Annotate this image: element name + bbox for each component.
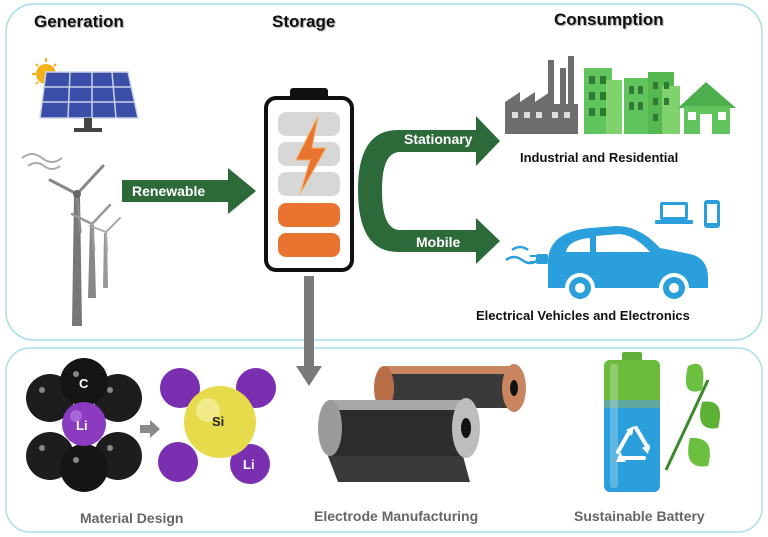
sustainable-battery-icon xyxy=(604,352,660,492)
house-icon xyxy=(678,82,736,134)
phone-icon xyxy=(704,200,720,228)
lithium-atom-label: Li xyxy=(76,418,88,433)
electrode-rolls-icon xyxy=(318,364,526,482)
industrial-residential-label: Industrial and Residential xyxy=(520,150,679,165)
material-transform-arrow xyxy=(140,420,160,438)
carbon-atom-label: C xyxy=(79,376,89,391)
renewable-label: Renewable xyxy=(132,183,206,199)
silicon-lithium-molecule xyxy=(158,368,276,484)
generation-header: Generation xyxy=(34,12,124,31)
stationary-label: Stationary xyxy=(404,131,473,147)
solar-panel-icon xyxy=(32,58,139,132)
vehicles-electronics-label: Electrical Vehicles and Electronics xyxy=(476,308,690,323)
material-design-caption: Material Design xyxy=(80,510,184,526)
branch-arrow xyxy=(358,116,500,264)
top-panel xyxy=(5,3,763,341)
sustainable-battery-caption: Sustainable Battery xyxy=(574,508,705,524)
storage-header: Storage xyxy=(272,12,336,31)
lithium-atom-label-2: Li xyxy=(243,457,255,472)
leaf-icon xyxy=(664,363,720,471)
laptop-icon xyxy=(655,202,693,224)
city-buildings-icon xyxy=(584,68,680,134)
factory-icon xyxy=(505,56,578,134)
consumption-header: Consumption xyxy=(554,10,664,29)
battery-icon xyxy=(264,88,354,272)
electric-car-icon xyxy=(505,226,708,303)
carbon-lithium-cluster xyxy=(26,358,142,492)
bottom-panel xyxy=(5,347,763,533)
silicon-atom-label: Si xyxy=(212,414,225,429)
storage-down-arrow xyxy=(296,276,322,386)
wind-turbines-icon xyxy=(21,153,121,326)
electrode-manufacturing-caption: Electrode Manufacturing xyxy=(314,508,479,524)
renewable-arrow xyxy=(122,168,256,214)
mobile-label: Mobile xyxy=(416,234,461,250)
